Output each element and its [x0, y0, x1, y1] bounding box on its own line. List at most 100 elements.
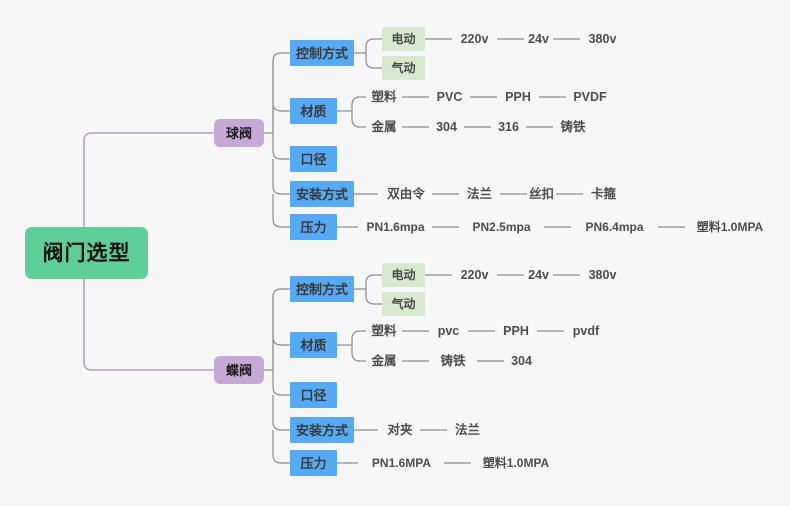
leaf-label: 380v	[588, 31, 617, 46]
attribute-node-pressure[interactable]: 压力	[290, 450, 337, 476]
attribute-node-control-mode[interactable]: 控制方式	[290, 276, 354, 302]
leaf-node[interactable]: PN2.5mpa	[459, 219, 544, 235]
attribute-node-installation[interactable]: 安装方式	[290, 181, 354, 207]
attribute-label: 控制方式	[296, 45, 349, 61]
leaf-node[interactable]: 塑料1.0MPA	[685, 219, 775, 235]
branch-node-ball-valve[interactable]: 球阀	[214, 119, 264, 147]
leaf-label: 铸铁	[560, 119, 586, 134]
branch-label: 蝶阀	[225, 362, 252, 378]
leaf-label: 卡箍	[590, 186, 616, 201]
leaf-label: 220v	[460, 267, 489, 282]
attribute-label: 材质	[300, 103, 327, 119]
leaf-label: PN1.6mpa	[366, 220, 425, 234]
leaf-label: PN2.5mpa	[472, 220, 531, 234]
leaf-label: 双由令	[387, 186, 425, 201]
leaf-node[interactable]: 316	[491, 119, 526, 135]
leaf-label: 对夹	[387, 422, 413, 437]
leaf-node[interactable]: 380v	[580, 267, 625, 283]
leaf-label: 220v	[460, 31, 489, 46]
option-node-metal[interactable]: 金属	[366, 353, 402, 369]
leaf-label: PPH	[505, 89, 531, 104]
attribute-label: 控制方式	[296, 281, 349, 297]
leaf-label: 铸铁	[440, 353, 466, 368]
leaf-label: 316	[498, 119, 519, 134]
attribute-node-installation[interactable]: 安装方式	[290, 417, 354, 443]
leaf-label: 法兰	[454, 422, 480, 437]
leaf-node[interactable]: 铸铁	[429, 353, 477, 369]
attribute-label: 压力	[300, 219, 327, 235]
attribute-node-pressure[interactable]: 压力	[290, 214, 337, 240]
option-node-metal[interactable]: 金属	[366, 119, 402, 135]
option-label: 塑料	[371, 89, 397, 104]
root-node[interactable]: 阀门选型	[25, 227, 148, 279]
leaf-node[interactable]: 丝扣	[527, 186, 556, 202]
option-node-plastic[interactable]: 塑料	[366, 89, 402, 105]
leaf-label: 塑料1.0MPA	[482, 456, 550, 470]
leaf-node[interactable]: 220v	[452, 267, 497, 283]
leaf-node[interactable]: PVDF	[566, 89, 614, 105]
leaf-label: 丝扣	[528, 186, 554, 201]
leaf-node[interactable]: pvdf	[564, 323, 608, 339]
branch-label: 球阀	[225, 125, 252, 141]
leaf-node[interactable]: 304	[429, 119, 464, 135]
leaf-label: pvdf	[572, 323, 600, 338]
option-label: 电动	[391, 32, 416, 46]
attribute-node-diameter[interactable]: 口径	[290, 146, 337, 172]
attribute-label: 口径	[300, 387, 327, 403]
leaf-node[interactable]: 卡箍	[583, 186, 624, 202]
attribute-label: 材质	[300, 337, 327, 353]
attribute-label: 安装方式	[296, 186, 349, 202]
attribute-node-diameter[interactable]: 口径	[290, 382, 337, 408]
leaf-node[interactable]: 24v	[524, 267, 553, 283]
leaf-node[interactable]: PN1.6MPA	[359, 455, 444, 471]
leaf-node[interactable]: 法兰	[459, 186, 500, 202]
option-label: 气动	[391, 61, 416, 75]
leaf-node[interactable]: PN1.6mpa	[359, 219, 432, 235]
option-label: 塑料	[371, 323, 397, 338]
leaf-label: PVDF	[573, 89, 607, 104]
option-label: 气动	[391, 297, 416, 311]
attribute-node-material[interactable]: 材质	[290, 98, 337, 124]
option-label: 电动	[391, 268, 416, 282]
leaf-node[interactable]: 塑料1.0MPA	[471, 455, 561, 471]
attribute-label: 口径	[300, 151, 327, 167]
leaf-node[interactable]: PN6.4mpa	[571, 219, 658, 235]
leaf-label: 法兰	[466, 186, 492, 201]
leaf-label: 304	[511, 353, 532, 368]
leaf-label: 24v	[528, 267, 549, 282]
attribute-node-material[interactable]: 材质	[290, 332, 337, 358]
leaf-label: PVC	[436, 89, 463, 104]
leaf-node[interactable]: 380v	[580, 31, 625, 47]
leaf-node[interactable]: PPH	[495, 323, 537, 339]
leaf-node[interactable]: PPH	[497, 89, 539, 105]
option-node-pneumatic[interactable]: 气动	[382, 56, 425, 80]
attribute-label: 压力	[300, 455, 327, 471]
root-node-label: 阀门选型	[42, 241, 131, 265]
leaf-label: 304	[436, 119, 457, 134]
leaf-node[interactable]: 304	[504, 353, 539, 369]
option-node-pneumatic[interactable]: 气动	[382, 292, 425, 316]
leaf-node[interactable]: 24v	[524, 31, 553, 47]
leaf-label: PN1.6MPA	[371, 456, 432, 470]
leaf-node[interactable]: pvc	[429, 323, 468, 339]
attribute-node-control-mode[interactable]: 控制方式	[290, 40, 354, 66]
leaf-label: PPH	[503, 323, 529, 338]
leaf-node[interactable]: PVC	[429, 89, 470, 105]
option-node-plastic[interactable]: 塑料	[366, 323, 402, 339]
leaf-node[interactable]: 对夹	[380, 422, 420, 438]
leaf-label: PN6.4mpa	[585, 220, 644, 234]
attribute-label: 安装方式	[296, 422, 349, 438]
leaf-label: 24v	[528, 31, 549, 46]
leaf-node[interactable]: 铸铁	[553, 119, 593, 135]
leaf-label: 380v	[588, 267, 617, 282]
branch-node-butterfly-valve[interactable]: 蝶阀	[214, 356, 264, 384]
leaf-node[interactable]: 220v	[452, 31, 497, 47]
option-node-electric[interactable]: 电动	[382, 263, 425, 287]
leaf-label: 塑料1.0MPA	[696, 220, 764, 234]
leaf-node[interactable]: 法兰	[447, 422, 488, 438]
leaf-node[interactable]: 双由令	[380, 186, 432, 202]
leaf-label: pvc	[437, 323, 460, 338]
option-node-electric[interactable]: 电动	[382, 27, 425, 51]
option-label: 金属	[371, 119, 397, 134]
